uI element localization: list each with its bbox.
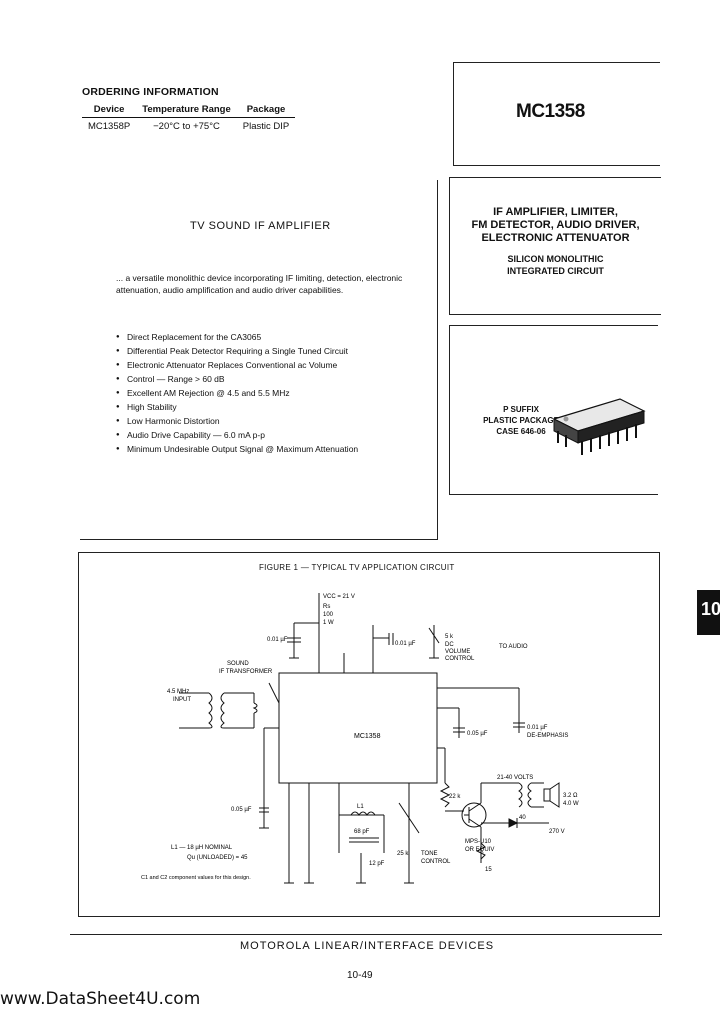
device-technology-line2: INTEGRATED CIRCUIT (507, 266, 604, 276)
ordering-header-row: Device Temperature Range Package (82, 104, 296, 118)
feature-item: Minimum Undesirable Output Signal @ Maxi… (116, 442, 358, 456)
label-transformer: IF TRANSFORMER (219, 669, 273, 675)
label-cap1: 0.01 µF (267, 637, 288, 643)
device-title-line2: FM DETECTOR, AUDIO DRIVER, (471, 219, 640, 231)
label-deemph: 0.01 µF (527, 725, 548, 731)
section-tab: 10 (697, 590, 720, 635)
note-l1: L1 — 18 µH NOMINAL (171, 845, 233, 851)
device-title-line3: ELECTRONIC ATTENUATOR (481, 232, 630, 244)
label-vcc: VCC = 21 V (323, 594, 355, 600)
description-box: TV SOUND IF AMPLIFIER ... a versatile mo… (80, 180, 438, 540)
application-circuit-figure: FIGURE 1 — TYPICAL TV APPLICATION CIRCUI… (78, 552, 660, 917)
label-r40: 40 (519, 815, 526, 821)
ic-body (278, 672, 438, 784)
label-out-note: TO AUDIO (499, 644, 528, 650)
feature-item: Electronic Attenuator Replaces Conventio… (116, 358, 358, 372)
label-r15: 15 (485, 867, 492, 873)
feature-item: Differential Peak Detector Requiring a S… (116, 344, 358, 358)
package-type: PLASTIC PACKAGE (483, 416, 559, 425)
device-technology: SILICON MONOLITHIC INTEGRATED CIRCUIT (450, 253, 661, 277)
dip-package-image (552, 398, 646, 455)
package-suffix: P SUFFIX (503, 405, 539, 414)
ordering-table: Device Temperature Range Package MC1358P… (82, 104, 296, 132)
device-title-line1: IF AMPLIFIER, LIMITER, (493, 206, 618, 218)
device-title-box: IF AMPLIFIER, LIMITER, FM DETECTOR, AUDI… (449, 177, 661, 315)
note-q: Qu (UNLOADED) = 45 (187, 855, 248, 861)
ordering-row: MC1358P −20°C to +75°C Plastic DIP (82, 118, 295, 132)
label-tone3: CONTROL (421, 859, 451, 865)
label-rs: Rs (323, 604, 330, 610)
label-cap3: 0.05 µF (467, 731, 488, 737)
package-label: P SUFFIX PLASTIC PACKAGE CASE 646-06 (466, 404, 576, 437)
label-cap4: 0.05 µF (231, 807, 252, 813)
label-pot: 5 k (445, 634, 454, 640)
label-input2: INPUT (173, 697, 191, 703)
footer-rule (70, 934, 662, 935)
label-speaker2: 4.0 W (563, 801, 579, 807)
part-number-box: MC1358 (453, 62, 660, 166)
label-speaker: 3.2 Ω (563, 793, 578, 799)
feature-list: Direct Replacement for the CA3065 Differ… (116, 330, 358, 456)
footer-text: MOTOROLA LINEAR/INTERFACE DEVICES (240, 940, 495, 952)
description-heading: TV SOUND IF AMPLIFIER (190, 220, 331, 232)
feature-item: Low Harmonic Distortion (116, 414, 358, 428)
label-r100: 100 (323, 612, 334, 618)
label-rw: 1 W (323, 620, 334, 626)
label-l1: L1 (357, 804, 364, 810)
label-tone: 25 k (397, 851, 409, 857)
package-case: CASE 646-06 (496, 427, 546, 436)
ordering-header-device: Device (82, 104, 137, 118)
part-number: MC1358 (516, 101, 585, 122)
label-transistor: MPS-U10 (465, 839, 492, 845)
page-number: 10-49 (347, 970, 373, 981)
ordering-header-package: Package (236, 104, 296, 118)
device-title: IF AMPLIFIER, LIMITER, FM DETECTOR, AUDI… (450, 206, 661, 245)
ordering-package: Plastic DIP (242, 121, 290, 132)
feature-item: High Stability (116, 400, 358, 414)
label-volume2: VOLUME (445, 649, 470, 655)
ordering-device: MC1358P (88, 121, 131, 132)
ordering-header-temperature: Temperature Range (136, 104, 237, 118)
circuit-schematic: MC1358 VCC = 21 V Rs 100 1 W 0.01 µF 0.0… (141, 593, 579, 884)
label-transistor2: OR EQUIV (465, 847, 494, 853)
label-volts: 21-40 VOLTS (497, 775, 533, 781)
feature-item: Excellent AM Rejection @ 4.5 and 5.5 MHz (116, 386, 358, 400)
package-box: P SUFFIX PLASTIC PACKAGE CASE 646-06 (449, 325, 658, 495)
label-sound-if: SOUND (227, 661, 249, 667)
label-volume3: CONTROL (445, 656, 475, 662)
figure-caption: FIGURE 1 — TYPICAL TV APPLICATION CIRCUI… (259, 563, 455, 572)
feature-item: Direct Replacement for the CA3065 (116, 330, 358, 344)
ordering-information: ORDERING INFORMATION Device Temperature … (82, 86, 382, 132)
description-intro: ... a versatile monolithic device incorp… (116, 273, 403, 295)
label-r22: 22 k (449, 794, 461, 800)
feature-item-continuation: Control — Range > 60 dB (116, 372, 358, 386)
device-technology-line1: SILICON MONOLITHIC (507, 254, 604, 264)
label-c1: 68 pF (354, 829, 370, 835)
label-cap5: 270 V (549, 829, 565, 835)
note-components: C1 and C2 component values for this desi… (141, 875, 251, 881)
label-volume1: DC (445, 642, 454, 648)
label-tone2: TONE (421, 851, 438, 857)
ordering-temperature: −20°C to +75°C (153, 121, 220, 132)
watermark-link[interactable]: www.DataSheet4U.com (0, 989, 201, 1009)
ordering-title: ORDERING INFORMATION (82, 86, 219, 98)
feature-item: Audio Drive Capability — 6.0 mA p-p (116, 428, 358, 442)
label-cap2: 0.01 µF (395, 641, 416, 647)
label-input: 4.5 MHz (167, 689, 189, 695)
label-deemph2: DE-EMPHASIS (527, 733, 568, 739)
label-c2: 12 pF (369, 861, 385, 867)
ic-label: MC1358 (354, 733, 381, 740)
